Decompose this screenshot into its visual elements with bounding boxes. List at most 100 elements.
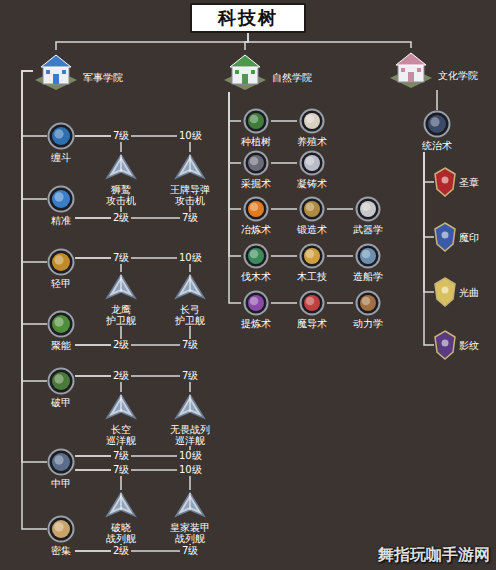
nat-icon (299, 290, 325, 316)
connector (75, 376, 190, 392)
skill-node: 木工技 (297, 243, 327, 283)
skill-node: 魔导术 (297, 290, 327, 330)
level-label: 10级 (177, 252, 204, 264)
unit-node: 狮鹫 攻击机 (104, 152, 138, 206)
academy-node: 军事学院 (33, 50, 123, 92)
node-label: 魔印 (459, 232, 479, 244)
node-label: 提炼术 (241, 318, 271, 330)
connector (229, 92, 241, 256)
title-text: 科技树 (218, 6, 278, 30)
level-label: 2级 (111, 339, 131, 351)
skill-node: 精准 (47, 185, 75, 227)
node-label: 统治术 (422, 140, 452, 152)
cul-icon (434, 167, 456, 197)
title-box: 科技树 (190, 3, 306, 33)
skill-node: 动力学 (353, 290, 383, 330)
connector (75, 544, 190, 551)
academy-node: 文化学院 (388, 48, 478, 90)
node-label: 凝铸术 (297, 178, 327, 190)
level-label: 2级 (111, 212, 131, 224)
nat-icon (355, 243, 381, 269)
culture-node: 影纹 (434, 330, 479, 360)
node-label: 王牌导弹 攻击机 (170, 184, 210, 206)
connector (271, 302, 297, 304)
skill-node: 统治术 (422, 110, 452, 152)
node-label: 采掘术 (241, 178, 271, 190)
node-label: 长弓 护卫舰 (175, 304, 205, 326)
connector (75, 470, 190, 490)
skill-node: 聚能 (47, 310, 75, 352)
level-label: 2级 (111, 370, 131, 382)
skill-icon (47, 367, 75, 395)
connector (75, 258, 190, 272)
unit-node: 无畏战列 巡洋舰 (170, 392, 210, 446)
connector (56, 33, 248, 50)
node-label: 武器学 (353, 224, 383, 236)
node-label: 破晓 战列舰 (106, 522, 136, 544)
unit-icon (173, 490, 207, 520)
nat-icon (299, 196, 325, 222)
level-label: 2级 (111, 545, 131, 557)
unit-node: 王牌导弹 攻击机 (170, 152, 210, 206)
cul-icon (434, 277, 456, 307)
level-label: 7级 (111, 464, 131, 476)
connector (229, 92, 241, 163)
level-label: 10级 (177, 450, 204, 462)
skill-node: 锻造术 (297, 196, 327, 236)
connector (327, 208, 353, 210)
culture-node: 光曲 (434, 277, 479, 307)
unit-icon (104, 272, 138, 302)
nat-icon (355, 290, 381, 316)
nat-icon (299, 243, 325, 269)
level-label: 7级 (180, 370, 200, 382)
node-label: 军事学院 (83, 72, 123, 84)
acad-icon (222, 50, 268, 92)
unit-node: 龙鹰 护卫舰 (104, 272, 138, 326)
unit-node: 长空 巡洋舰 (104, 392, 138, 446)
connector (229, 92, 241, 303)
node-label: 密集 (51, 545, 71, 557)
node-label: 精准 (51, 215, 71, 227)
node-label: 自然学院 (272, 72, 312, 84)
nat-icon (243, 108, 269, 134)
skill-node: 提炼术 (241, 290, 271, 330)
connector (424, 152, 434, 237)
level-label: 7级 (180, 212, 200, 224)
node-label: 轻甲 (51, 278, 71, 290)
cul-icon (434, 222, 456, 252)
node-label: 光曲 (459, 287, 479, 299)
node-label: 聚能 (51, 340, 71, 352)
nat-icon (243, 150, 269, 176)
unit-node: 皇家装甲 战列舰 (170, 490, 210, 544)
nat-icon (243, 290, 269, 316)
level-label: 7级 (111, 450, 131, 462)
connector (327, 255, 353, 257)
cul-icon (434, 330, 456, 360)
connector (436, 90, 438, 110)
skill-node: 破甲 (47, 367, 75, 409)
skill-icon (423, 110, 451, 138)
connector (75, 206, 190, 218)
connector (22, 71, 47, 462)
skill-icon (47, 122, 75, 150)
node-label: 皇家装甲 战列舰 (170, 522, 210, 544)
connector (424, 152, 434, 182)
level-label: 7级 (180, 545, 200, 557)
level-label: 7级 (180, 339, 200, 351)
skill-node: 凝铸术 (297, 150, 327, 190)
node-label: 伐木术 (241, 271, 271, 283)
unit-node: 长弓 护卫舰 (173, 272, 207, 326)
skill-node: 冶炼术 (241, 196, 271, 236)
connector (271, 162, 297, 164)
node-label: 破甲 (51, 397, 71, 409)
level-label: 7级 (111, 130, 131, 142)
culture-node: 圣章 (434, 167, 479, 197)
connector (22, 71, 47, 381)
level-label: 10级 (177, 464, 204, 476)
culture-node: 魔印 (434, 222, 479, 252)
skill-icon (47, 310, 75, 338)
skill-node: 伐木术 (241, 243, 271, 283)
node-label: 文化学院 (438, 70, 478, 82)
node-label: 养殖术 (297, 136, 327, 148)
